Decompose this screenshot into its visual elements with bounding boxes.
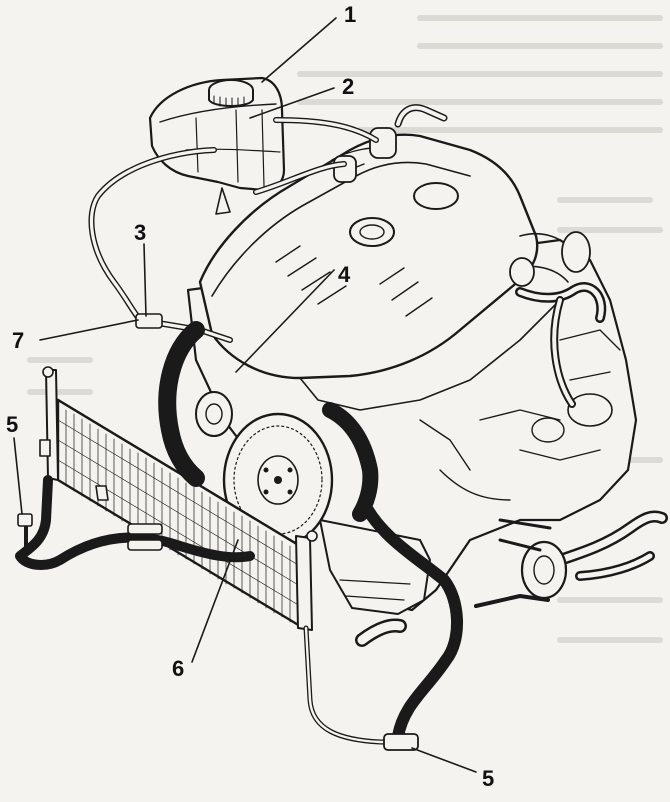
expansion-tank-cap — [208, 79, 254, 108]
callout-4: 4 — [338, 262, 351, 287]
callout-5-bottom: 5 — [482, 766, 494, 791]
crankshaft-pulley — [222, 412, 334, 548]
callout-1: 1 — [344, 2, 356, 27]
callout-2: 2 — [342, 74, 354, 99]
callout-5-left: 5 — [6, 412, 18, 437]
radiator — [39, 366, 318, 631]
callout-7: 7 — [12, 328, 24, 353]
engine-block — [186, 127, 638, 615]
coolant-hoses — [15, 104, 668, 751]
coolant-pump — [195, 391, 233, 437]
callout-3: 3 — [134, 220, 146, 245]
callouts: 1 2 3 4 5 5 6 7 — [6, 2, 494, 791]
leader-lines — [13, 17, 477, 773]
callout-6: 6 — [172, 656, 184, 681]
radiator-core-fins — [57, 409, 301, 623]
coolant-expansion-tank — [148, 76, 286, 215]
